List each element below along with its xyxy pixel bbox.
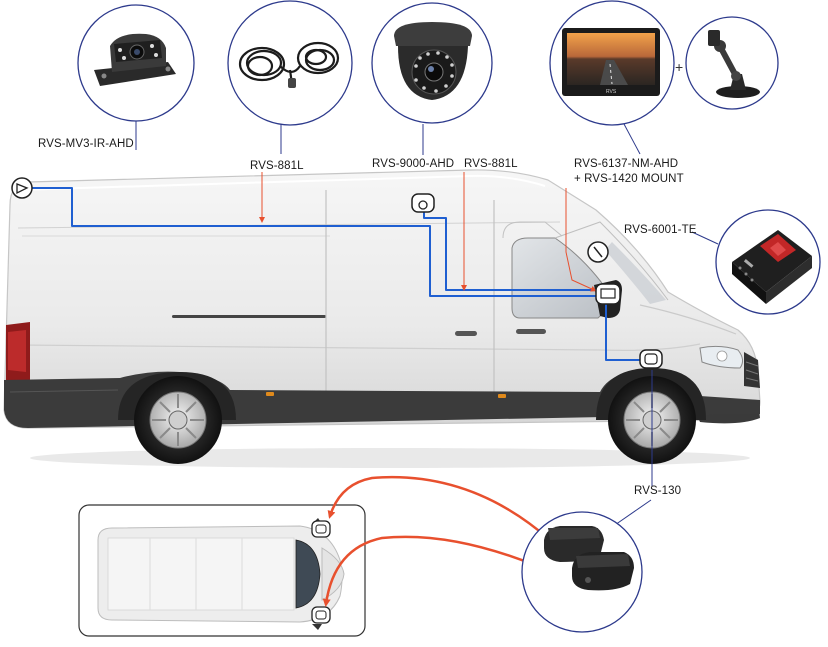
- label-cable-1: RVS-881L: [250, 160, 304, 172]
- arrow-to-upper-camera: [327, 476, 552, 542]
- wire-side-camera: [605, 304, 640, 361]
- top-view-inset: [78, 504, 366, 637]
- callout-recorder: [715, 209, 821, 315]
- top-camera-marker-lower: [311, 606, 331, 624]
- rear-camera-marker: [11, 177, 33, 199]
- label-recorder: RVS-6001-TE: [624, 224, 697, 236]
- label-dome-camera: RVS-9000-AHD: [372, 158, 455, 170]
- callout-rear-camera: [77, 4, 195, 122]
- monitor-brand-text: RVS: [606, 89, 617, 95]
- cable-leaders: [259, 172, 597, 292]
- label-monitor-line1: RVS-6137-NM-AHD: [574, 158, 679, 170]
- recorder-marker: [587, 241, 609, 263]
- callout-monitor: RVS: [549, 0, 675, 126]
- label-cable-2: RVS-881L: [464, 158, 518, 170]
- plus-sign: +: [675, 59, 683, 75]
- callout-mount: [685, 16, 779, 110]
- side-camera-marker: [639, 349, 663, 369]
- callout-side-camera: [521, 511, 643, 633]
- label-monitor-line2: + RVS-1420 MOUNT: [574, 173, 684, 185]
- top-camera-marker-upper: [311, 520, 331, 538]
- callout-dome-camera: [371, 2, 493, 124]
- wiring-harness: [32, 187, 640, 361]
- callout-cable-1: [227, 0, 353, 126]
- monitor-marker: [595, 283, 621, 305]
- monitor-leader: [565, 188, 597, 292]
- label-rear-camera: RVS-MV3-IR-AHD: [38, 138, 134, 150]
- location-arrows: [322, 476, 562, 607]
- label-side-camera: RVS-130: [634, 485, 682, 497]
- wire-dome-camera: [423, 210, 596, 291]
- van-side-view: [3, 169, 761, 468]
- arrow-to-lower-camera: [322, 535, 562, 607]
- wire-rear-camera: [32, 187, 596, 297]
- dome-camera-marker: [411, 193, 435, 213]
- callout-leaders: [135, 120, 719, 528]
